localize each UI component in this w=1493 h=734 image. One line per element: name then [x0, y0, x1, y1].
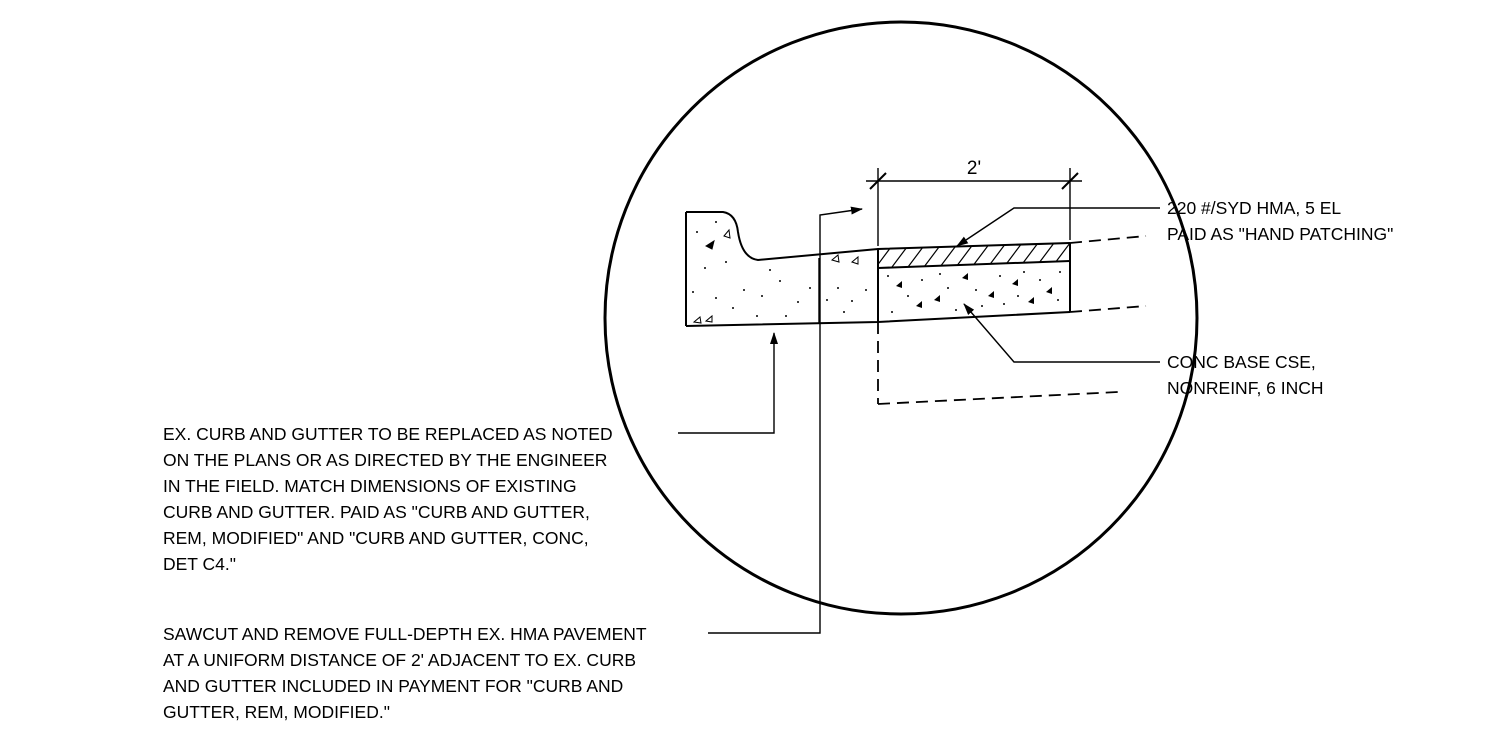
- note-curb-gutter-line-5: REM, MODIFIED" AND "CURB AND GUTTER, CON…: [163, 528, 589, 548]
- note-conc-base-line-1: CONC BASE CSE,: [1167, 352, 1316, 372]
- note-conc-base-line-2: NONREINF, 6 INCH: [1167, 378, 1324, 398]
- dimension-label: 2': [967, 158, 981, 179]
- note-sawcut-line-2: AT A UNIFORM DISTANCE OF 2' ADJACENT TO …: [163, 650, 636, 670]
- dimension-2ft: 2': [866, 158, 1082, 246]
- curb-concrete-texture: [692, 221, 867, 324]
- note-curb-gutter-line-2: ON THE PLANS OR AS DIRECTED BY THE ENGIN…: [163, 450, 607, 470]
- leader-hma: [956, 207, 1160, 247]
- curb-gutter-section: [686, 211, 1071, 262]
- note-curb-gutter-line-1: EX. CURB AND GUTTER TO BE REPLACED AS NO…: [163, 424, 613, 444]
- note-curb-gutter: EX. CURB AND GUTTER TO BE REPLACED AS NO…: [163, 424, 617, 574]
- leader-curb-gutter: [678, 332, 778, 434]
- existing-pavement-dashed-lines: [877, 235, 1147, 405]
- hma-patch-layer: [877, 243, 1071, 269]
- note-hma-line-2: PAID AS "HAND PATCHING": [1167, 224, 1393, 244]
- detail-circle: [603, 20, 1199, 616]
- note-sawcut-line-1: SAWCUT AND REMOVE FULL-DEPTH EX. HMA PAV…: [163, 624, 647, 644]
- note-sawcut-line-3: AND GUTTER INCLUDED IN PAYMENT FOR "CURB…: [163, 676, 623, 696]
- concrete-base-layer: [877, 243, 1071, 322]
- note-sawcut: SAWCUT AND REMOVE FULL-DEPTH EX. HMA PAV…: [163, 624, 651, 722]
- note-curb-gutter-line-3: IN THE FIELD. MATCH DIMENSIONS OF EXISTI…: [163, 476, 577, 496]
- note-curb-gutter-line-4: CURB AND GUTTER. PAID AS "CURB AND GUTTE…: [163, 502, 590, 522]
- leader-sawcut: [708, 206, 863, 634]
- note-hma: 220 #/SYD HMA, 5 EL PAID AS "HAND PATCHI…: [1167, 198, 1393, 244]
- note-sawcut-line-4: GUTTER, REM, MODIFIED.": [163, 702, 390, 722]
- leader-conc-base: [963, 303, 1160, 363]
- note-conc-base: CONC BASE CSE, NONREINF, 6 INCH: [1167, 352, 1324, 398]
- note-curb-gutter-line-6: DET C4.": [163, 554, 236, 574]
- note-hma-line-1: 220 #/SYD HMA, 5 EL: [1167, 198, 1341, 218]
